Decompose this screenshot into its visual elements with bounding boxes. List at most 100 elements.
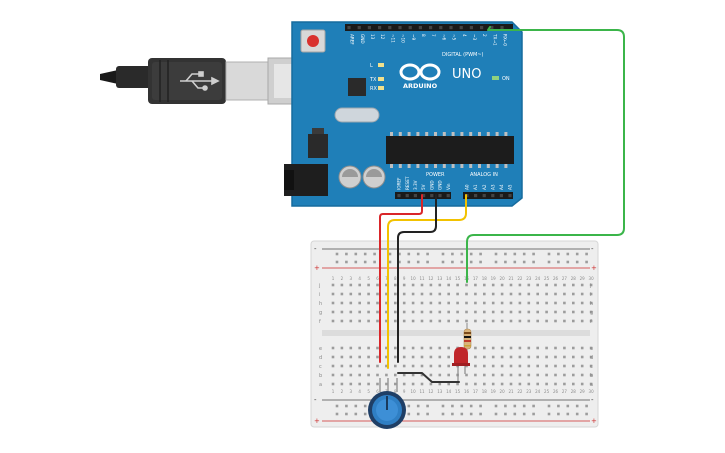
column-number: 5 (367, 389, 370, 394)
digital-pin-label: AREF (350, 34, 355, 45)
breadboard-hole (394, 310, 397, 314)
breadboard-hole (376, 364, 379, 368)
breadboard-hole (340, 310, 344, 314)
breadboard-hole (554, 319, 557, 323)
rail-hole (398, 260, 401, 264)
breadboard-hole (394, 292, 397, 296)
rail-hole (441, 260, 445, 264)
breadboard-hole (500, 283, 504, 287)
breadboard-hole (465, 373, 468, 377)
breadboard-hole (518, 364, 522, 368)
breadboard-hole (563, 310, 566, 314)
rail-hole (575, 252, 579, 256)
rail-hole (513, 404, 517, 408)
breadboard-hole (527, 319, 531, 323)
breadboard-hole (331, 355, 335, 359)
breadboard-hole (483, 364, 486, 368)
breadboard-hole (563, 283, 566, 287)
rail-hole (426, 404, 429, 408)
power-pin-label: 3.3V (413, 180, 418, 190)
row-letter: h (590, 301, 593, 307)
mcu-pin (469, 164, 473, 168)
digital-pin-label: ~5 (452, 34, 457, 41)
rail-hole (373, 252, 376, 256)
breadboard-hole (589, 355, 593, 359)
rail-hole (469, 404, 473, 408)
breadboard-hole (331, 373, 335, 377)
digital-pin-label: GND (360, 34, 365, 44)
column-number: 17 (473, 389, 479, 394)
breadboard-hole (572, 382, 575, 386)
breadboard-hole (554, 364, 557, 368)
breadboard-hole (349, 355, 353, 359)
power-hole (430, 194, 434, 198)
breadboard-hole (394, 346, 397, 350)
breadboard-hole (589, 346, 593, 350)
breadboard-hole (545, 346, 548, 350)
breadboard-hole (402, 355, 406, 359)
breadboard-hole (394, 301, 397, 305)
rail-hole (469, 252, 473, 256)
breadboard-hole (429, 310, 433, 314)
power-hole (405, 194, 409, 198)
rail-hole (504, 252, 507, 256)
analog-hole (508, 194, 512, 198)
breadboard-hole (367, 283, 370, 287)
breadboard-hole (572, 301, 575, 305)
breadboard-hole (580, 292, 584, 296)
breadboard-hole (509, 382, 513, 386)
breadboard-hole (447, 346, 450, 350)
breadboard-hole (358, 301, 361, 305)
breadboard-hole (483, 355, 486, 359)
rail-hole (557, 404, 560, 408)
breadboard-hole (474, 346, 477, 350)
row-letter: j (589, 283, 591, 289)
breadboard-hole (563, 319, 566, 323)
rail-hole (373, 260, 376, 264)
rail-hole (335, 260, 339, 264)
rail-hole (460, 412, 464, 416)
breadboard-hole (509, 346, 513, 350)
rail-hole (451, 260, 454, 264)
row-letter: e (590, 346, 593, 352)
rail-hole (407, 412, 411, 416)
row-letter: h (319, 301, 322, 307)
power-pin-label: GND (429, 180, 434, 190)
rail-hole (479, 404, 482, 408)
breadboard-hole (411, 355, 415, 359)
column-number: 28 (571, 389, 577, 394)
breadboard-hole (402, 364, 406, 368)
breadboard-hole (367, 382, 370, 386)
column-number: 29 (580, 276, 586, 281)
digital-hole (439, 26, 443, 30)
breadboard-hole (500, 301, 504, 305)
breadboard-hole (376, 310, 379, 314)
rail-hole (494, 252, 498, 256)
breadboard-hole (572, 373, 575, 377)
rail-hole (354, 412, 358, 416)
breadboard-hole (589, 310, 593, 314)
rail-hole (575, 412, 579, 416)
breadboard-hole (447, 319, 450, 323)
breadboard-hole (447, 382, 450, 386)
breadboard-hole (367, 364, 370, 368)
breadboard-hole (491, 283, 495, 287)
column-number: 23 (526, 389, 532, 394)
breadboard-hole (340, 292, 344, 296)
breadboard-hole (554, 301, 557, 305)
rail-hole (566, 260, 570, 264)
breadboard-hole (402, 310, 406, 314)
breadboard-hole (545, 283, 548, 287)
mcu-pin (495, 164, 499, 168)
voltage-regulator (308, 134, 328, 158)
column-number: 30 (589, 276, 595, 281)
mcu-pin (407, 164, 411, 168)
power-pin-label: Vin (446, 183, 451, 190)
rail-hole (451, 412, 454, 416)
mcu-pin (486, 132, 490, 136)
breadboard-hole (429, 382, 433, 386)
column-number: 14 (446, 276, 452, 281)
breadboard-hole (447, 292, 450, 296)
